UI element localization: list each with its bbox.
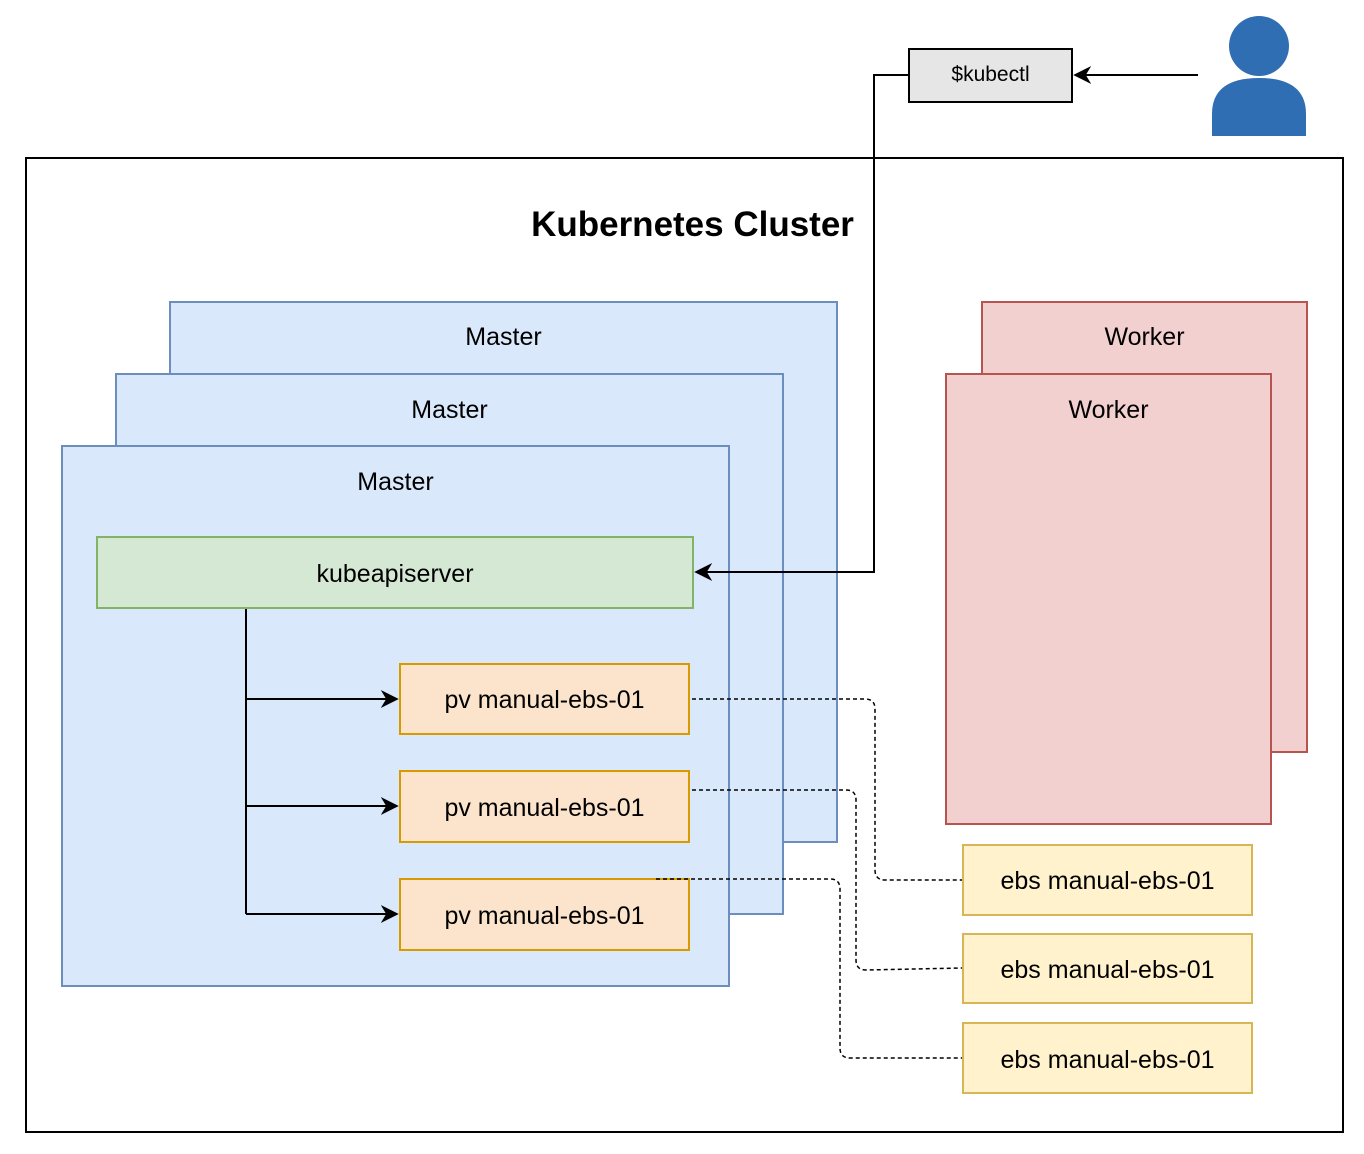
kubectl-label: $kubectl xyxy=(951,63,1030,86)
worker-node-front[interactable]: Worker xyxy=(945,373,1272,825)
ebs-box[interactable]: ebs manual-ebs-01 xyxy=(962,1022,1253,1094)
kubeapiserver-label: kubeapiserver xyxy=(316,560,474,588)
kubectl-box[interactable]: $kubectl xyxy=(908,48,1073,103)
pv-label: pv manual-ebs-01 xyxy=(444,794,645,822)
pv-label: pv manual-ebs-01 xyxy=(444,902,645,930)
master-label: Master xyxy=(357,468,434,496)
pv-box[interactable]: pv manual-ebs-01 xyxy=(399,878,690,951)
worker-label: Worker xyxy=(1068,396,1149,424)
cluster-title: Kubernetes Cluster xyxy=(531,205,854,244)
ebs-label: ebs manual-ebs-01 xyxy=(1000,1046,1215,1074)
user-icon xyxy=(1212,16,1306,136)
kubeapiserver-box[interactable]: kubeapiserver xyxy=(96,536,694,609)
ebs-label: ebs manual-ebs-01 xyxy=(1000,956,1215,984)
master-label: Master xyxy=(465,323,542,351)
pv-box[interactable]: pv manual-ebs-01 xyxy=(399,770,690,843)
pv-label: pv manual-ebs-01 xyxy=(444,686,645,714)
worker-label: Worker xyxy=(1104,323,1185,351)
ebs-label: ebs manual-ebs-01 xyxy=(1000,867,1215,895)
ebs-box[interactable]: ebs manual-ebs-01 xyxy=(962,933,1253,1004)
master-label: Master xyxy=(411,396,488,424)
pv-box[interactable]: pv manual-ebs-01 xyxy=(399,663,690,735)
ebs-box[interactable]: ebs manual-ebs-01 xyxy=(962,844,1253,916)
